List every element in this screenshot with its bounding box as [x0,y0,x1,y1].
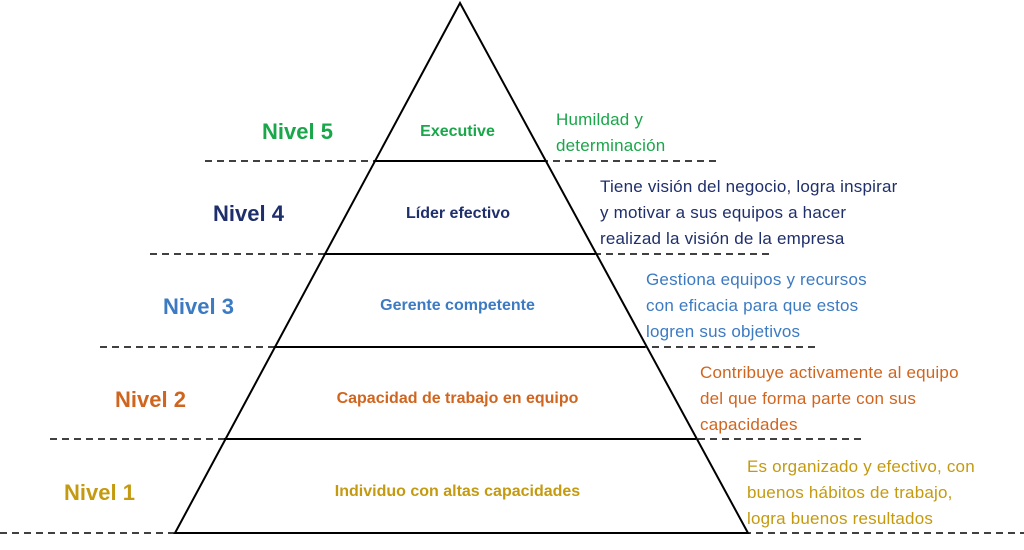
level-5-title: Executive [420,123,495,140]
level-2-label: Nivel 2 [115,387,186,412]
level-1-title: Individuo con altas capacidades [334,483,581,500]
level-4-label: Nivel 4 [213,201,284,226]
level-5-label: Nivel 5 [262,119,333,144]
level-2-description: Contribuye activamente al equipo del que… [700,363,959,434]
level-2-title: Capacidad de trabajo en equipo [336,390,579,407]
level-4-description: Tiene visión del negocio, logra inspirar… [600,177,898,248]
level-4-title: Líder efectivo [405,205,511,222]
level-3-title: Gerente competente [380,297,535,314]
level-3-label: Nivel 3 [163,294,234,319]
level-5-description: Humildad y determinación [556,110,666,155]
level-1-description: Es organizado y efectivo, con buenos háb… [747,457,975,528]
level-3-description: Gestiona equipos y recursos con eficacia… [646,270,867,341]
level-1-label: Nivel 1 [64,480,135,505]
